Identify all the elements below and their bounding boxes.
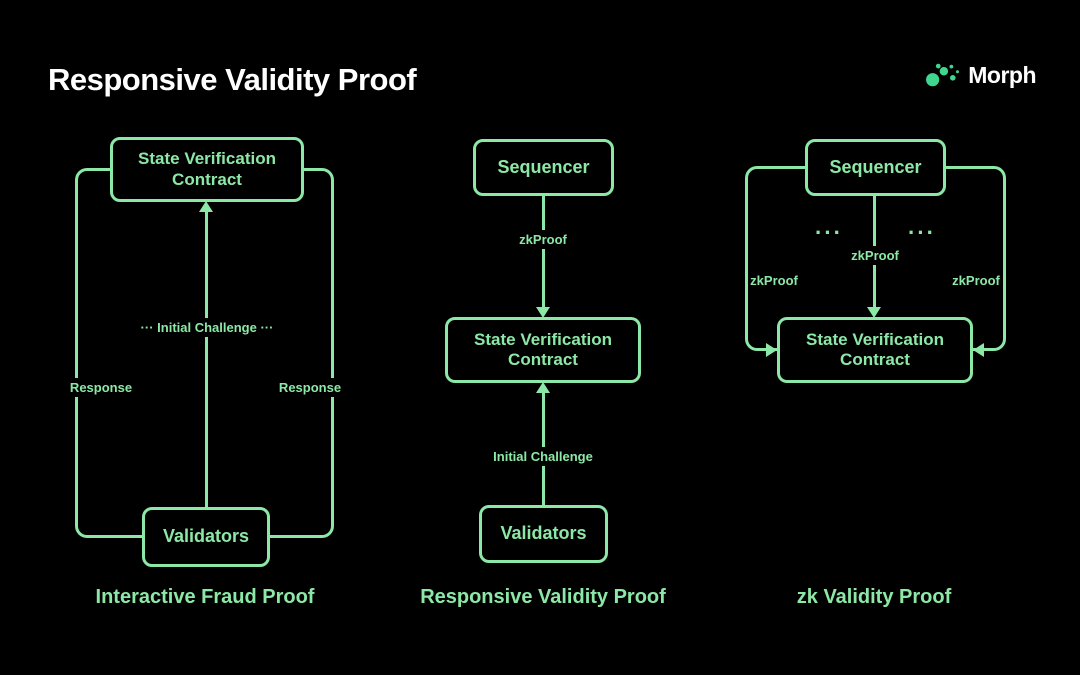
d3-center-arrowhead-down [867,307,881,318]
d1-bottom-box-label: Validators [162,526,250,547]
d3-zkproof-right-label: zkProof [952,273,1000,288]
d1-initial-challenge-label: ··· Initial Challenge ··· [135,318,279,337]
d2-caption: Responsive Validity Proof [420,586,666,608]
d1-right-response-connector [270,168,334,538]
d1-left-response-connector [75,168,142,538]
d3-left-arrowhead-right [766,343,777,357]
d1-response-left-label: Response [64,378,138,397]
d3-sequencer-box: Sequencer [805,139,946,196]
d3-dots-left: ··· [815,220,843,245]
d2-zkproof-arrowhead-down [536,307,550,318]
d1-center-arrow-line [205,212,208,507]
d1-response-right-label: Response [273,378,347,397]
d2-middle-box-label: State Verification Contract [474,329,612,369]
d1-validators-box: Validators [142,507,270,567]
d3-caption: zk Validity Proof [796,586,952,608]
morph-dots-icon [923,60,961,90]
d2-initial-challenge-label: Initial Challenge [488,447,598,466]
d2-challenge-arrowhead-up [536,382,550,393]
d3-top-box-label: Sequencer [829,156,922,177]
d3-state-verification-contract-box: State Verification Contract [777,317,973,383]
d1-center-arrowhead-up [199,201,213,212]
d2-sequencer-box: Sequencer [473,139,614,196]
d3-middle-box-label: State Verification Contract [806,329,944,369]
d1-top-box-label: State Verification Contract [138,149,276,189]
d3-zkproof-left-label: zkProof [750,273,798,288]
d2-state-verification-contract-box: State Verification Contract [445,317,641,383]
d3-dots-right: ··· [908,220,936,245]
d3-right-arrowhead-left [973,343,984,357]
d1-state-verification-contract-box: State Verification Contract [110,137,304,202]
brand-logo: Morph [923,60,1036,90]
page-title: Responsive Validity Proof [48,62,417,97]
d2-validators-box: Validators [479,505,608,563]
d3-zkproof-center-label: zkProof [846,246,904,265]
brand-name: Morph [968,61,1036,88]
d2-top-box-label: Sequencer [497,156,590,177]
d2-bottom-box-label: Validators [500,523,587,544]
d1-caption: Interactive Fraud Proof [95,586,315,608]
d2-zkproof-arrow-line [542,196,545,308]
d2-zkproof-label: zkProof [514,230,572,249]
